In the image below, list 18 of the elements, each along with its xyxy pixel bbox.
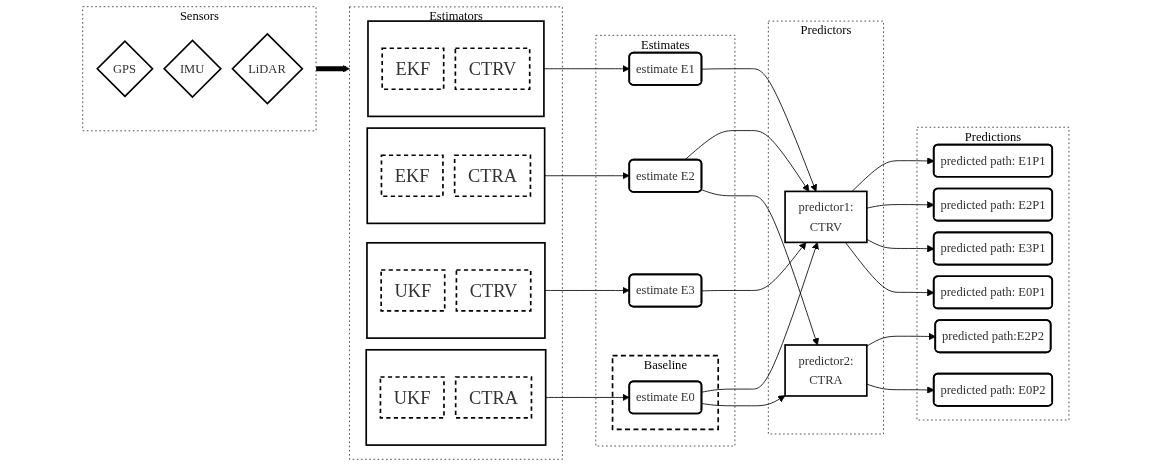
node-diamond: IMU <box>163 39 223 99</box>
node-box: EKF <box>380 154 444 198</box>
node-box: EKF <box>381 47 445 91</box>
arrow <box>316 65 350 73</box>
node-box: predictor2: CTRA <box>784 344 868 397</box>
node-box: CTRA <box>455 376 533 419</box>
cluster <box>367 20 545 118</box>
cluster <box>365 348 547 446</box>
node-diamond: GPS <box>96 39 154 98</box>
node-box: predictor1: CTRV <box>784 190 868 244</box>
cluster <box>366 127 546 225</box>
node-box: UKF <box>379 376 445 419</box>
node-diamond: LiDAR <box>231 32 304 105</box>
node-box: UKF <box>380 269 446 312</box>
node-box: CTRV <box>454 47 531 91</box>
cluster <box>366 241 546 339</box>
node-box: CTRA <box>453 154 532 198</box>
node-box: CTRV <box>455 269 532 312</box>
